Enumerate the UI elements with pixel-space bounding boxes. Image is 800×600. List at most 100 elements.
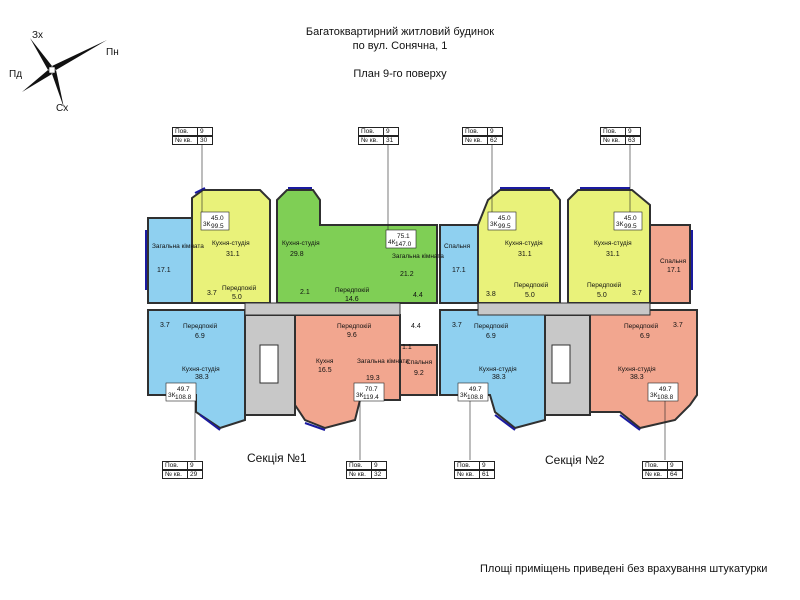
room-area: 3.8 xyxy=(486,291,496,298)
room-area: 19.3 xyxy=(366,375,380,382)
room-area: 5.0 xyxy=(597,292,607,299)
svg-text:49.7: 49.7 xyxy=(177,386,190,393)
leader-lines xyxy=(194,145,666,460)
svg-text:49.7: 49.7 xyxy=(469,386,482,393)
room-label: Передпокій xyxy=(474,322,509,330)
room-area: 38.3 xyxy=(492,374,506,381)
room-label: Передпокій xyxy=(335,286,370,294)
room-label: Передпокій xyxy=(587,281,622,289)
room-label: Кухня-студія xyxy=(594,239,632,247)
room-label: Передпокій xyxy=(337,322,372,330)
apartment-tag-62: Пов.9 № кв.62 xyxy=(462,127,503,145)
room-area: 3.7 xyxy=(632,290,642,297)
stair-flight-2 xyxy=(551,344,571,384)
apartment-tag-30: Пов.9 № кв.30 xyxy=(172,127,213,145)
room-labels: Загальна кімната 17.1 Кухня-студія 31.1 … xyxy=(152,239,687,382)
room-area: 14.6 xyxy=(345,296,359,303)
section-1-label: Секція №1 xyxy=(247,451,307,465)
room-area: 29.8 xyxy=(290,251,304,258)
apartment-61-top xyxy=(439,224,479,304)
room-area: 31.1 xyxy=(226,251,240,258)
corridor-2 xyxy=(477,302,651,316)
apartment-tag-61: Пов.9 № кв.61 xyxy=(454,461,495,479)
room-area: 6.9 xyxy=(486,333,496,340)
svg-text:75.1: 75.1 xyxy=(397,233,410,240)
apartment-32-bedroom xyxy=(399,344,438,396)
room-area: 6.9 xyxy=(195,333,205,340)
svg-text:99.5: 99.5 xyxy=(211,223,224,230)
room-label: Загальна кімната xyxy=(357,357,409,365)
svg-text:108.8: 108.8 xyxy=(467,394,484,401)
room-label: Спальня xyxy=(406,359,433,366)
room-label: Загальна кімната xyxy=(392,252,444,260)
room-label: Кухня xyxy=(316,358,334,365)
room-label: Кухня-студія xyxy=(212,239,250,247)
svg-text:45.0: 45.0 xyxy=(498,215,511,222)
room-label: Спальня xyxy=(444,243,471,250)
floor-plan-title: План 9-го поверху xyxy=(353,68,447,80)
compass-south: Пд xyxy=(9,69,23,80)
room-area: 5.0 xyxy=(525,292,535,299)
room-label: Передпокій xyxy=(624,322,659,330)
room-area: 3.7 xyxy=(160,322,170,329)
room-area: 4.4 xyxy=(411,323,421,330)
svg-text:4К: 4К xyxy=(388,239,396,246)
corridor-1 xyxy=(244,302,401,316)
apartment-tag-31: Пов.9 № кв.31 xyxy=(358,127,399,145)
room-label: Кухня-студія xyxy=(182,365,220,373)
room-area: 4.4 xyxy=(413,292,423,299)
svg-text:3К: 3К xyxy=(203,221,211,228)
svg-text:45.0: 45.0 xyxy=(211,215,224,222)
room-area: 1.1 xyxy=(402,344,412,351)
room-label: Загальна кімната xyxy=(152,242,204,250)
building-title: Багатоквартирний житловий будинок xyxy=(305,26,495,38)
svg-text:49.7: 49.7 xyxy=(659,386,672,393)
room-area: 9.2 xyxy=(414,370,424,377)
svg-text:3К: 3К xyxy=(356,392,364,399)
footnote: Площі приміщень приведені без врахування… xyxy=(480,563,768,575)
svg-text:3К: 3К xyxy=(460,392,468,399)
room-label: Передпокій xyxy=(222,284,257,292)
room-label: Передпокій xyxy=(183,322,218,330)
room-area: 38.3 xyxy=(195,374,209,381)
svg-text:3К: 3К xyxy=(650,392,658,399)
compass-rose-icon xyxy=(22,38,107,108)
room-area: 5.0 xyxy=(232,294,242,301)
room-area: 3.7 xyxy=(452,322,462,329)
compass-north: Пн xyxy=(106,47,119,58)
room-area: 16.5 xyxy=(318,367,332,374)
compass-west: Зх xyxy=(32,30,44,41)
stair-flight-1 xyxy=(259,344,279,384)
room-area: 17.1 xyxy=(667,267,681,274)
svg-text:99.5: 99.5 xyxy=(498,223,511,230)
compass-east: Сх xyxy=(56,103,69,114)
svg-text:147.0: 147.0 xyxy=(395,241,412,248)
room-label: Кухня-студія xyxy=(282,239,320,247)
section-2-label: Секція №2 xyxy=(545,453,605,467)
room-area: 6.9 xyxy=(640,333,650,340)
room-area: 17.1 xyxy=(157,267,171,274)
apartment-64-top xyxy=(649,224,691,304)
svg-text:70.7: 70.7 xyxy=(365,386,378,393)
room-area: 3.7 xyxy=(673,322,683,329)
svg-text:119.4: 119.4 xyxy=(363,394,379,401)
room-area: 3.7 xyxy=(207,290,217,297)
room-label: Кухня-студія xyxy=(479,365,517,373)
windows xyxy=(145,187,693,431)
apartment-tag-64: Пов.9 № кв.64 xyxy=(642,461,683,479)
svg-text:108.8: 108.8 xyxy=(657,394,674,401)
room-label: Кухня-студія xyxy=(505,239,543,247)
svg-text:108.8: 108.8 xyxy=(175,394,192,401)
apartment-tag-32: Пов.9 № кв.32 xyxy=(346,461,387,479)
svg-text:3К: 3К xyxy=(168,392,176,399)
apartment-tag-29: Пов.9 № кв.29 xyxy=(162,461,203,479)
apartment-29-left xyxy=(147,217,193,304)
